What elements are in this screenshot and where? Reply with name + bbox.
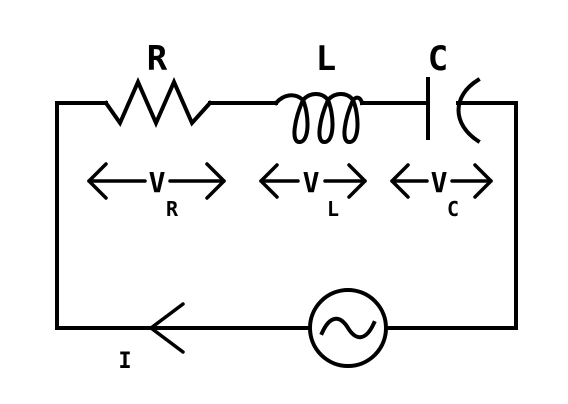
voltage-indicator-inductor: V L: [259, 163, 367, 221]
voltage-symbol: V: [149, 166, 166, 199]
arrow-right-icon: [205, 162, 226, 200]
voltage-indicator-capacitor: V C: [390, 163, 493, 221]
ac-source-circle: [308, 288, 388, 368]
resistor-symbol: [103, 77, 213, 128]
voltage-subscript: R: [166, 197, 179, 221]
capacitor-symbol: [426, 77, 481, 144]
top-left-wire: [55, 101, 310, 330]
sine-wave-icon: [319, 316, 377, 340]
ac-source: [308, 288, 388, 368]
current-label: I: [118, 349, 131, 374]
voltage-subscript: C: [447, 197, 459, 221]
arrow-left-icon: [390, 163, 410, 199]
resistor-label: R: [147, 39, 168, 79]
arrow-left-icon: [259, 163, 279, 199]
inductor-label: L: [316, 39, 336, 79]
arrow-left-icon: [87, 162, 108, 200]
arrow-right-icon: [347, 163, 367, 199]
voltage-symbol: V: [303, 166, 320, 199]
current-direction-arrow-icon: [149, 302, 185, 354]
voltage-subscript: L: [327, 197, 339, 221]
right-wire: [386, 101, 518, 330]
capacitor-label: C: [428, 39, 448, 79]
inductor-symbol: [273, 92, 365, 144]
arrow-right-icon: [473, 163, 493, 199]
capacitor-curved-plate: [456, 77, 481, 144]
voltage-indicator-resistor: V R: [87, 162, 226, 221]
voltage-symbol: V: [431, 166, 448, 199]
circuit-wires: [55, 101, 518, 330]
